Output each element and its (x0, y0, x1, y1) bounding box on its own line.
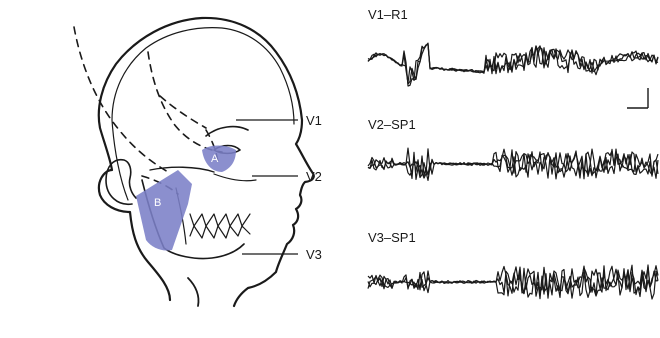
trace-title-v1-r1: V1–R1 (368, 8, 408, 22)
zone-a-label: A (211, 153, 218, 165)
zygomatic-arch (150, 167, 214, 172)
brow (206, 127, 248, 136)
neck-line (188, 278, 199, 306)
lower-teeth (190, 226, 250, 238)
trace-title-v3-sp1: V3–SP1 (368, 231, 416, 245)
maxilla-line (214, 174, 256, 181)
trace-v2-sp1 (368, 148, 658, 179)
nerve-label-v2: V2 (306, 170, 322, 184)
zone-b-region (136, 170, 192, 251)
skull-inner-outline (112, 28, 294, 200)
zone-a-region (202, 146, 236, 173)
nerve-label-v3: V3 (306, 248, 322, 262)
zone-b-label: B (154, 197, 161, 209)
trace-v1-r1 (368, 43, 658, 83)
nerve-label-v1: V1 (306, 114, 322, 128)
upper-teeth (190, 214, 250, 226)
scale-bar (627, 88, 648, 108)
trace-title-v2-sp1: V2–SP1 (368, 118, 416, 132)
